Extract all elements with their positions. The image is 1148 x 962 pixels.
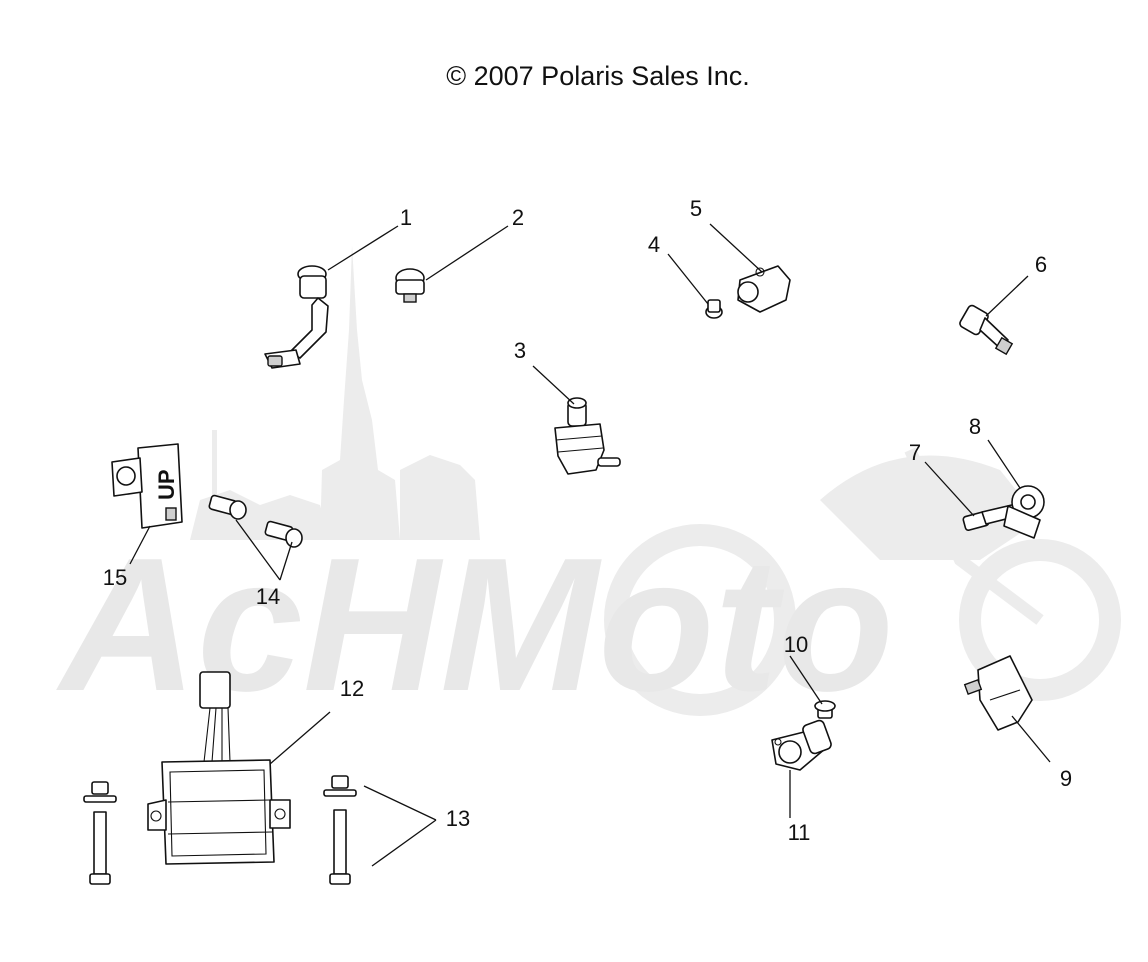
copyright-text: © 2007 Polaris Sales Inc. — [446, 61, 750, 91]
callout-10: 10 — [784, 632, 808, 657]
part-5-speed-sensor[interactable] — [737, 265, 791, 313]
watermark-text: AcHMoto — [56, 519, 894, 731]
callout-13: 13 — [446, 806, 470, 831]
leader-lines — [129, 223, 1051, 867]
part-8-knock-sensor[interactable] — [1003, 485, 1045, 539]
callout-12: 12 — [340, 676, 364, 701]
part-6-temp-sensor[interactable] — [958, 304, 1014, 356]
callout-11: 11 — [788, 820, 811, 845]
part-10-screw[interactable] — [814, 700, 836, 719]
part-12-control-module[interactable] — [147, 671, 291, 865]
part-14-screws[interactable] — [208, 494, 303, 548]
watermark-spire — [320, 245, 400, 540]
callout-15: 15 — [103, 565, 127, 590]
part-1-temperature-switch[interactable] — [264, 265, 329, 369]
callout-1: 1 — [400, 205, 412, 230]
part-11-position-sensor[interactable] — [771, 719, 832, 771]
callout-5: 5 — [690, 196, 702, 221]
watermark: AcHMoto — [56, 245, 1121, 731]
part-9-map-sensor[interactable] — [963, 655, 1033, 731]
part-3-pressure-regulator[interactable] — [554, 397, 621, 475]
callout-6: 6 — [1035, 252, 1047, 277]
callout-14: 14 — [256, 584, 280, 609]
callout-9: 9 — [1060, 766, 1072, 791]
callout-8: 8 — [969, 414, 981, 439]
callout-3: 3 — [514, 338, 526, 363]
part-13-mounting-hardware[interactable] — [83, 775, 357, 885]
callout-7: 7 — [909, 440, 921, 465]
part-2-pressure-switch[interactable] — [395, 268, 425, 303]
callout-4: 4 — [648, 232, 660, 257]
part-15-marking: UP — [154, 469, 179, 500]
part-15-tilt-sensor[interactable]: UP — [111, 443, 183, 529]
callout-labels: 1 2 3 4 5 6 7 8 9 10 11 12 13 14 15 — [103, 196, 1072, 845]
part-4-screw[interactable] — [705, 299, 723, 319]
callout-2: 2 — [512, 205, 524, 230]
